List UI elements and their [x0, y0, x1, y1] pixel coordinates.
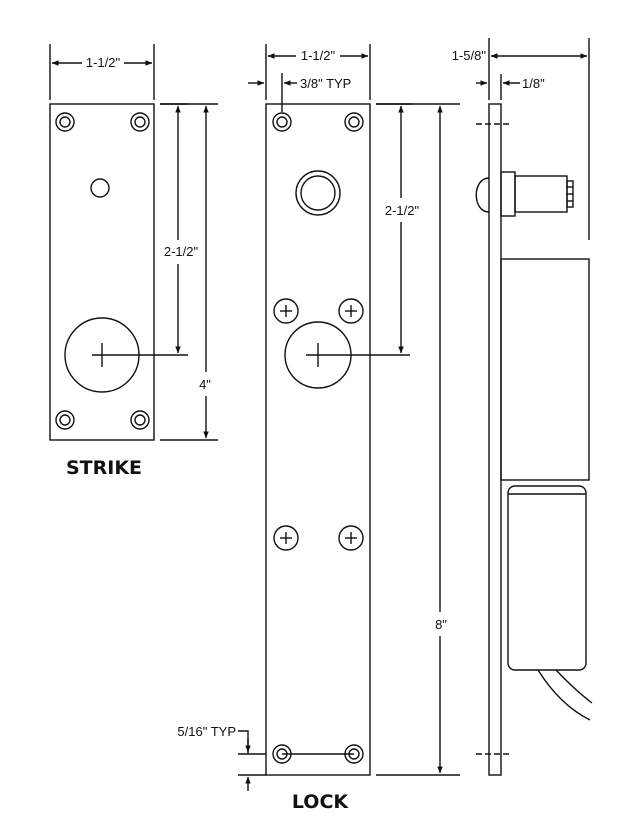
- side-thickness-dimension: [476, 74, 520, 100]
- lock-bottom-offset-dimension: [238, 730, 266, 791]
- lock-height-label: 8": [435, 617, 447, 632]
- lock-width-dimension: [265, 44, 371, 100]
- side-thickness-label: 1/8": [522, 76, 545, 91]
- lock-phillips-screw: [338, 525, 364, 551]
- strike-title: STRIKE: [66, 457, 142, 479]
- lock-phillips-screw: [338, 298, 364, 324]
- strike-screw-hole: [55, 410, 75, 430]
- lock-screw-hole: [272, 112, 292, 132]
- lock-phillips-screw: [273, 298, 299, 324]
- lock-faceplate-outline: [265, 103, 371, 776]
- lock-bottom-offset-label: 5/16" TYP: [177, 724, 236, 739]
- strike-screw-hole: [130, 112, 150, 132]
- strike-height-label: 4": [199, 377, 211, 392]
- side-depth-dimension: [488, 38, 590, 240]
- lock-title: LOCK: [292, 791, 350, 813]
- lock-hole-spacing-label: 2-1/2": [385, 203, 420, 218]
- lock-width-label: 1-1/2": [301, 48, 336, 63]
- lock-height-dimension: [376, 103, 460, 776]
- strike-width-label: 1-1/2": [86, 55, 121, 70]
- strike-plate-outline: [49, 103, 155, 441]
- strike-hole-spacing-dimension: [160, 103, 188, 354]
- strike-screw-hole: [130, 410, 150, 430]
- lock-faceplate: [265, 103, 410, 776]
- lock-screw-hole: [344, 112, 364, 132]
- lock-plunger: [295, 170, 341, 216]
- side-view-plunger: [500, 171, 516, 217]
- side-view-lock-body: [500, 258, 590, 481]
- side-view-faceplate: [488, 103, 502, 776]
- strike-width-dimension: [49, 44, 155, 100]
- lock-side-view: [475, 103, 593, 776]
- lock-phillips-screw: [273, 525, 299, 551]
- strike-small-hole: [90, 178, 110, 198]
- lock-edge-offset-label: 3/8" TYP: [300, 76, 351, 91]
- strike-height-dimension: [160, 103, 218, 441]
- strike-plate: [49, 103, 188, 441]
- side-view-wire: [555, 669, 593, 704]
- side-view-wire: [537, 669, 591, 721]
- lock-edge-offset-dimension: [248, 73, 297, 112]
- lock-hole-spacing-dimension: [376, 103, 412, 354]
- strike-screw-hole: [55, 112, 75, 132]
- side-depth-label: 1-5/8": [452, 48, 487, 63]
- side-view-solenoid: [507, 485, 587, 671]
- strike-hole-spacing-label: 2-1/2": [164, 244, 199, 259]
